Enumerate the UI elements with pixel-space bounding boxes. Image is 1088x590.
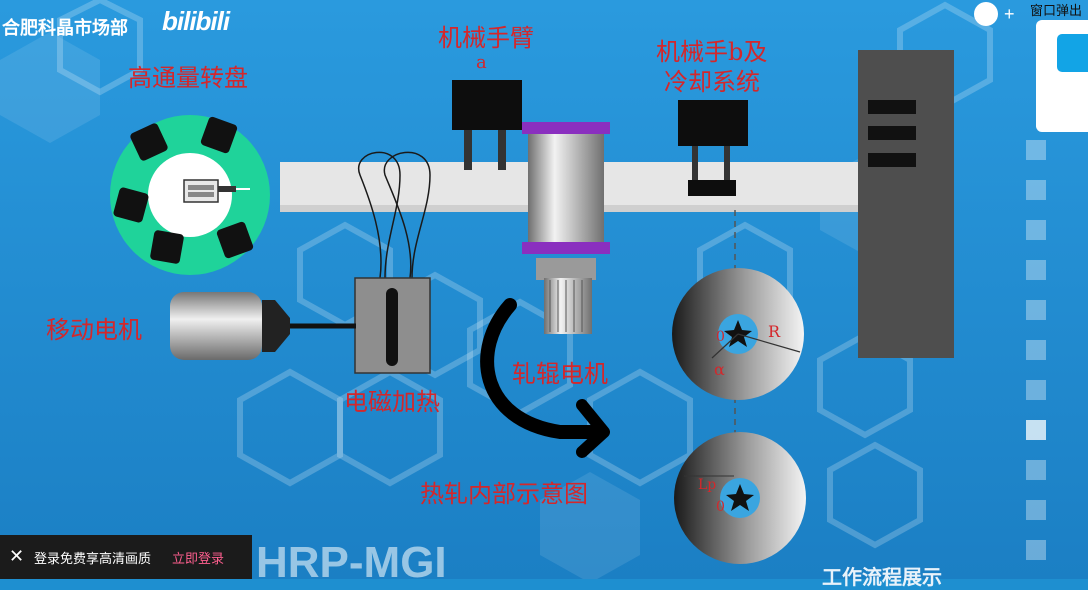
sample-holder <box>183 179 219 203</box>
flow-arrow-head <box>576 399 610 458</box>
robot-arm-a <box>452 80 522 130</box>
login-now-link[interactable]: 立即登录 <box>172 551 225 566</box>
tower-slot <box>868 126 916 140</box>
roller-housing <box>528 126 604 251</box>
linear-motor <box>170 292 262 360</box>
login-prompt-bar <box>0 535 252 579</box>
edge-squares <box>1026 140 1046 560</box>
video-watermark: HRP-MGI <box>256 538 447 587</box>
label-robot-arm-b-line1: 机械手b及 <box>656 38 768 66</box>
heating-wires <box>357 151 431 279</box>
flow-arrow <box>480 298 597 439</box>
popout-button[interactable]: 窗口弹出 <box>1030 3 1083 18</box>
close-icon[interactable]: ✕ <box>9 546 25 566</box>
symbol-zero-2: 0 <box>716 499 725 515</box>
label-heating: 电磁加热 <box>344 388 440 416</box>
symbol-radius: R <box>768 322 781 341</box>
label-turntable: 高通量转盘 <box>128 64 248 92</box>
control-tower <box>858 50 954 358</box>
tower-slot <box>868 153 916 167</box>
follow-plus-icon[interactable]: + <box>1004 4 1015 24</box>
roller-motor <box>536 258 596 280</box>
turntable-slots <box>113 116 254 264</box>
side-panel-button[interactable] <box>1057 34 1088 72</box>
symbol-alpha: α <box>714 360 725 379</box>
label-robot-arm-b-line2: 冷却系统 <box>664 68 760 96</box>
bilibili-logo: bilibili <box>162 6 230 36</box>
channel-name: 合肥科晶市场部 <box>2 18 128 38</box>
robot-arm-b <box>678 100 748 146</box>
label-robot-arm-a: 机械手臂 <box>438 24 534 52</box>
label-arm-letter-a: a <box>476 52 487 73</box>
symbol-zero-1: 0 <box>716 329 725 345</box>
label-motor: 移动电机 <box>46 316 142 344</box>
video-caption: 工作流程展示 <box>822 567 942 589</box>
tower-slot <box>868 100 916 114</box>
label-internal-diagram: 热轧内部示意图 <box>420 480 588 508</box>
label-roller-motor: 轧辊电机 <box>512 360 608 388</box>
avatar[interactable] <box>974 2 998 26</box>
symbol-lp: Lp <box>698 477 717 493</box>
login-prompt-text: 登录免费享高清画质 <box>34 551 152 566</box>
